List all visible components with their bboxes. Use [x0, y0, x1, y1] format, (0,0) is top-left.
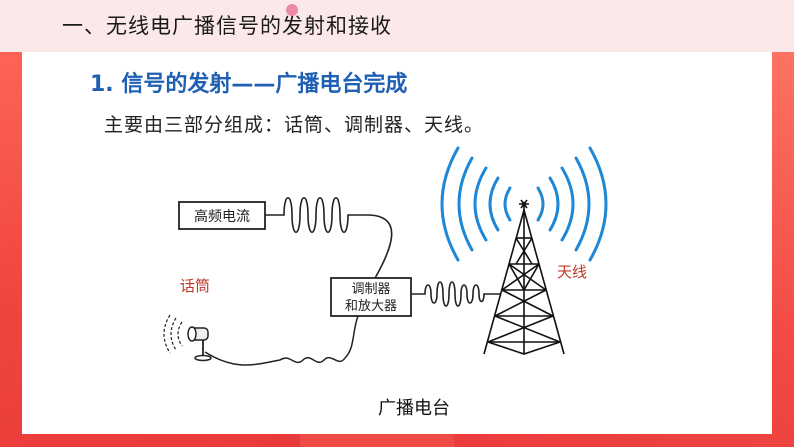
section-title-text: 信号的发射——广播电台完成 — [121, 72, 408, 97]
radio-waves-icon — [440, 146, 608, 262]
antenna-label: 天线 — [557, 263, 587, 281]
mic-wire — [204, 315, 359, 366]
output-coil — [411, 281, 500, 307]
broadcast-diagram: 高频电流 调制器 和放大器 话筒 天线 — [163, 146, 608, 419]
diagram-caption: 广播电台 — [378, 398, 450, 419]
decorative-dot — [286, 4, 298, 16]
slide-content: 1. 信号的发射——广播电台完成 主要由三部分组成：话筒、调制器、天线。 高频电… — [22, 52, 772, 434]
microphone-label: 话筒 — [180, 277, 210, 295]
header-title: 一、无线电广播信号的发射和接收 — [62, 14, 392, 38]
section-number: 1. — [90, 72, 114, 97]
microphone-icon — [163, 314, 212, 362]
header-bar: 一、无线电广播信号的发射和接收 — [0, 0, 794, 52]
antenna-tower-icon — [483, 199, 565, 355]
section-title: 1. 信号的发射——广播电台完成 — [90, 66, 407, 98]
high-freq-box — [178, 201, 266, 230]
connector-top — [366, 214, 393, 281]
high-freq-coil — [265, 196, 367, 234]
modulator-box — [330, 277, 412, 317]
modulator-label-line2: 和放大器 — [345, 299, 397, 314]
modulator-label-line1: 调制器 — [351, 282, 390, 297]
subtitle: 主要由三部分组成：话筒、调制器、天线。 — [104, 114, 485, 136]
high-freq-label: 高频电流 — [194, 208, 250, 225]
